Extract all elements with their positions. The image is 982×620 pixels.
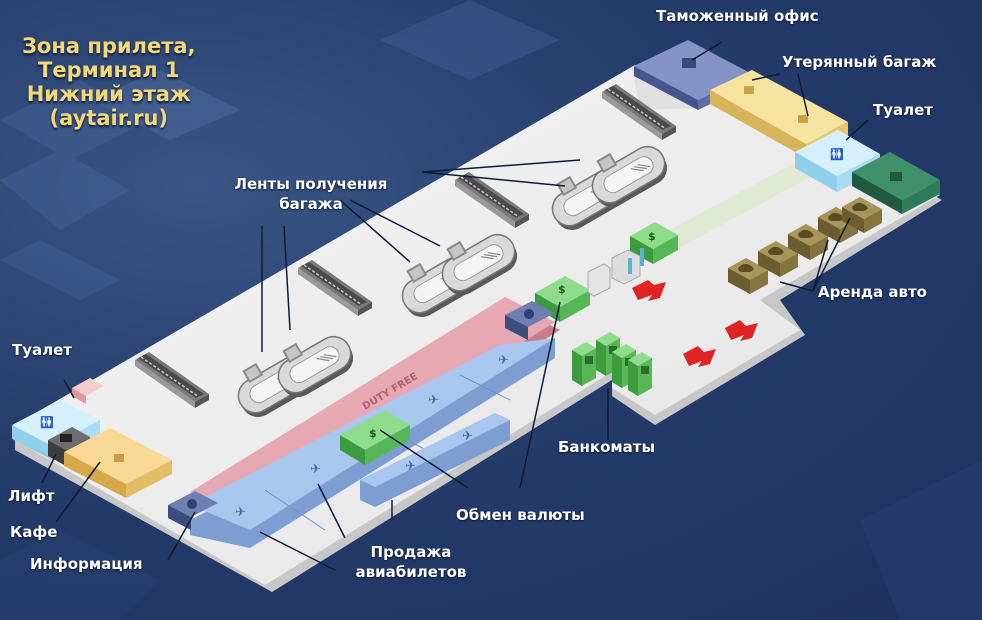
cup-icon (114, 454, 124, 462)
map-title-line: (aytair.ru) (49, 106, 168, 130)
ticket-sales-label-line2: авиабилетов (355, 563, 467, 581)
suitcase-icon (744, 86, 754, 94)
ticket-sales-label: Продажа авиабилетов (340, 542, 482, 582)
exchange-sign: $ (648, 230, 656, 243)
currency-exchange-label: Обмен валюты (456, 506, 585, 524)
airplane-icon: ✈ (405, 459, 416, 474)
toilet-left-label: Туалет (12, 341, 72, 359)
leader-lines (41, 41, 869, 571)
customs-officer-icon (682, 58, 696, 68)
exchange-sign: $ (369, 427, 377, 440)
passport-gates (587, 248, 644, 297)
car-rental-label: Аренда авто (818, 283, 927, 301)
info-icon (524, 309, 534, 319)
map-title-line: Зона прилета, (22, 34, 196, 58)
map-title: Зона прилета, Терминал 1 Нижний этаж (ay… (22, 34, 196, 130)
ticket-sales-label-line1: Продажа (370, 543, 452, 561)
baggage-belts-label: Ленты получения багажа (216, 174, 406, 214)
corridor-strip (655, 160, 812, 254)
airplane-icon: ✈ (428, 393, 439, 408)
exit-arrows (632, 280, 758, 367)
elevator-label: Лифт (8, 487, 55, 505)
airplane-icon: ✈ (235, 505, 246, 520)
cafe-label: Кафе (10, 523, 58, 541)
lost-baggage-label: Утерянный багаж (782, 53, 937, 71)
airplane-icon: ✈ (310, 462, 321, 477)
toilet-right-label: Туалет (873, 101, 933, 119)
toilet-icon: 🚻 (40, 416, 54, 429)
baggage-belts-label-line1: Ленты получения (234, 175, 388, 193)
toilet-icon: 🚻 (830, 148, 844, 161)
info-icon (187, 499, 197, 509)
elevator-icon (60, 434, 72, 442)
customs-office-label: Таможенный офис (656, 7, 819, 25)
exit-arrow-icon (632, 280, 666, 301)
currency-exchange-booth: $ $ $ (340, 222, 678, 465)
green-room (852, 152, 940, 214)
information-label: Информация (30, 555, 143, 573)
map-title-line: Нижний этаж (26, 82, 191, 106)
exit-arrow-icon (683, 346, 716, 367)
suitcase-icon (798, 115, 808, 123)
baggage-belts-label-line2: багажа (279, 195, 343, 213)
exit-arrow-icon (725, 320, 758, 341)
exchange-sign: $ (558, 283, 566, 296)
atms-label: Банкоматы (558, 438, 656, 456)
left-facilities: 🚻 (12, 378, 172, 498)
airplane-icon: ✈ (498, 353, 509, 368)
airplane-icon: ✈ (462, 429, 473, 444)
map-title-line: Терминал 1 (38, 58, 180, 82)
information-desks (168, 301, 555, 530)
